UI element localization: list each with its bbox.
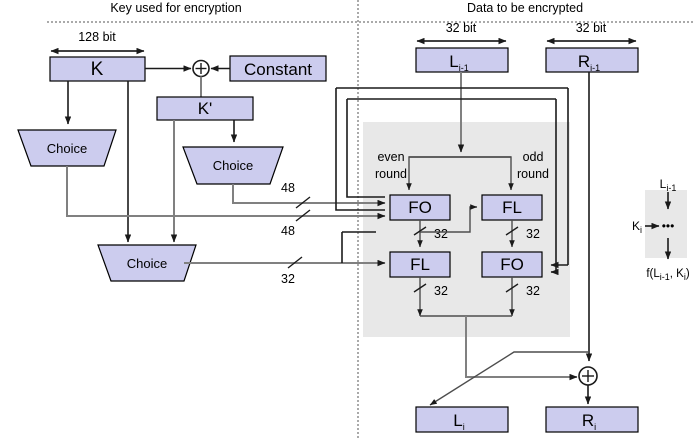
kprime-box-label: K' bbox=[198, 99, 213, 118]
wire-FO-even-to-FL-odd bbox=[420, 204, 478, 233]
even-round-label-line2: round bbox=[375, 167, 407, 181]
bus-32-a-label: 32 bbox=[434, 227, 448, 241]
section-title-data: Data to be encrypted bbox=[467, 1, 583, 15]
key-box-K-label: K bbox=[91, 59, 104, 80]
dimension-32bit-left-label: 32 bit bbox=[446, 21, 477, 35]
xor-node-data bbox=[578, 366, 598, 386]
input-box-R-label: Ri-1 bbox=[578, 52, 600, 73]
dimension-128bit: 128 bit bbox=[50, 30, 145, 55]
choice-top-left-label: Choice bbox=[47, 141, 87, 156]
function-box-FL-odd-label: FL bbox=[502, 198, 522, 217]
bus-32-b-label: 32 bbox=[526, 227, 540, 241]
dimension-32bit-right: 32 bit bbox=[546, 21, 637, 45]
bus-32-key-label: 32 bbox=[281, 272, 295, 286]
function-box-FL-even-label: FL bbox=[410, 255, 430, 274]
xor-node-key bbox=[192, 59, 210, 78]
dimension-128bit-label: 128 bit bbox=[78, 30, 116, 44]
bus-32-c-slash bbox=[413, 283, 427, 293]
bus-48-lower-slash bbox=[295, 209, 311, 222]
bus-48-upper bbox=[232, 184, 386, 207]
legend-input-label: Li-1 bbox=[660, 177, 677, 193]
output-box-R: Ri bbox=[545, 406, 639, 433]
legend-key-label: Ki bbox=[632, 219, 642, 235]
wire-feedback-outer-left bbox=[335, 88, 385, 211]
output-box-L-label: Li bbox=[453, 411, 464, 432]
output-box-L: Li bbox=[415, 406, 509, 433]
section-title-key: Key used for encryption bbox=[110, 1, 241, 15]
legend-body-dots: ••• bbox=[662, 219, 675, 233]
constant-box: Constant bbox=[229, 55, 327, 82]
dimension-32bit-left: 32 bit bbox=[416, 21, 507, 45]
dimension-32bit-right-label: 32 bit bbox=[576, 21, 607, 35]
input-box-L-label: Li-1 bbox=[449, 52, 468, 73]
input-box-L: Li-1 bbox=[415, 47, 509, 73]
key-box-K: K bbox=[49, 56, 146, 82]
choice-middle: Choice bbox=[182, 146, 284, 185]
constant-box-label: Constant bbox=[244, 60, 312, 79]
bus-32-key-slash bbox=[287, 256, 303, 269]
wire-feedback-inner-left bbox=[346, 99, 385, 198]
bus-48-lower-label: 48 bbox=[281, 224, 295, 238]
bus-32-b-slash bbox=[505, 226, 519, 236]
bus-32-c-label: 32 bbox=[434, 284, 448, 298]
function-box-FO-even: FO bbox=[389, 194, 451, 221]
bus-32-d-label: 32 bbox=[526, 284, 540, 298]
function-box-FO-odd-label: FO bbox=[500, 255, 524, 274]
round-shaded-region bbox=[363, 122, 570, 337]
legend-group: Li-1 ••• Ki f(Li-1, Ki) bbox=[632, 177, 690, 282]
bus-48-upper-label: 48 bbox=[281, 181, 295, 195]
choice-bottom: Choice bbox=[97, 244, 197, 282]
wire-round-out-to-xor bbox=[465, 316, 578, 381]
function-box-FL-odd: FL bbox=[481, 194, 543, 221]
even-round-label-line1: even bbox=[377, 150, 404, 164]
odd-round-label-line1: odd bbox=[523, 150, 544, 164]
function-box-FO-odd: FO bbox=[481, 251, 543, 278]
choice-middle-label: Choice bbox=[213, 158, 253, 173]
bus-32-d-slash bbox=[505, 283, 519, 293]
function-box-FL-even: FL bbox=[389, 251, 451, 278]
wire-crossover-to-Li bbox=[429, 351, 589, 406]
output-box-R-label: Ri bbox=[582, 411, 596, 432]
function-box-FO-even-label: FO bbox=[408, 198, 432, 217]
choice-top-left: Choice bbox=[17, 129, 117, 167]
bus-48-upper-slash bbox=[295, 196, 311, 209]
bus-32-a-slash bbox=[413, 226, 427, 236]
input-box-R: Ri-1 bbox=[545, 47, 639, 73]
choice-bottom-label: Choice bbox=[127, 256, 167, 271]
kprime-box: K' bbox=[156, 96, 254, 121]
legend-output-label: f(Li-1, Ki) bbox=[646, 268, 690, 282]
bus-48-lower bbox=[66, 166, 386, 220]
odd-round-label-line2: round bbox=[517, 167, 549, 181]
